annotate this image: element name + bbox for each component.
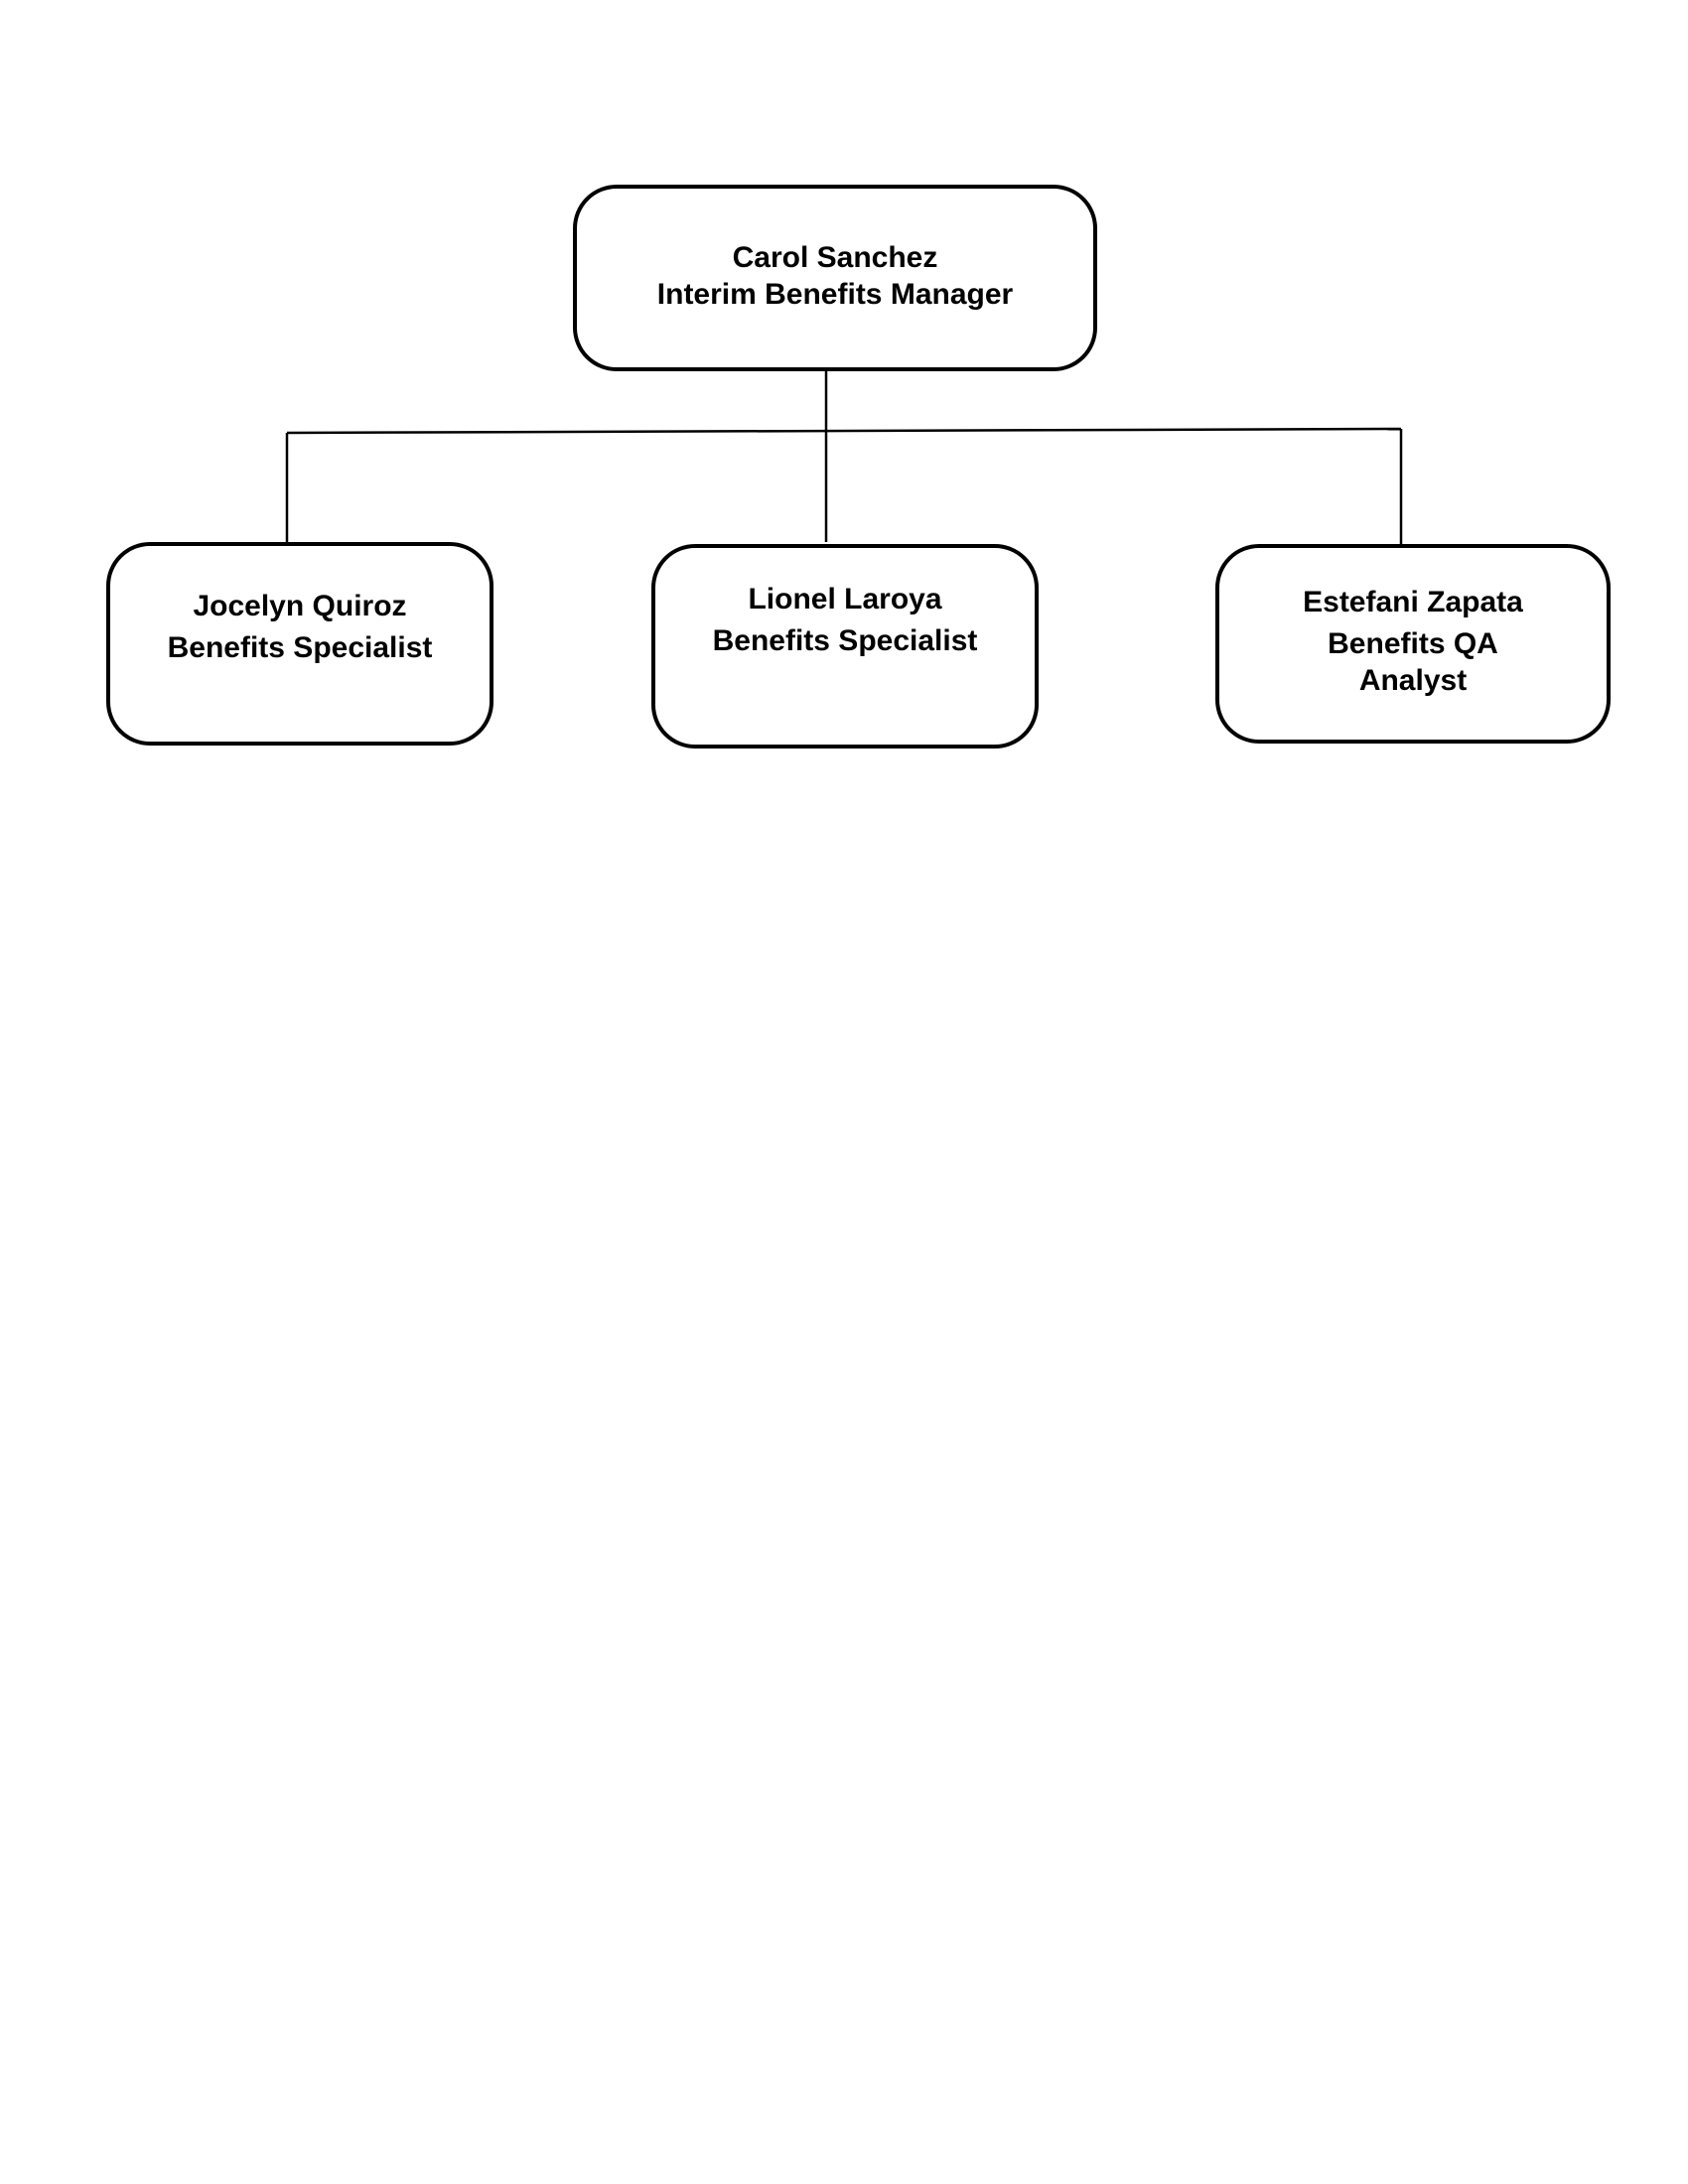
node-title: Interim Benefits Manager (656, 278, 1014, 311)
node-title: Benefits Specialist (167, 631, 433, 664)
org-node-manager: Carol Sanchez Interim Benefits Manager (573, 185, 1097, 371)
org-node-report-2: Lionel Laroya Benefits Specialist (651, 544, 1039, 749)
node-name: Carol Sanchez (732, 241, 938, 274)
org-node-report-3: Estefani Zapata Benefits QA Analyst (1215, 544, 1611, 744)
node-name: Jocelyn Quiroz (193, 590, 407, 622)
node-title: Benefits Specialist (712, 624, 978, 657)
node-name: Estefani Zapata (1303, 586, 1523, 618)
connector-horizontal (286, 427, 1402, 435)
node-title-line-2: Analyst (1358, 664, 1468, 697)
org-node-report-1: Jocelyn Quiroz Benefits Specialist (106, 542, 493, 746)
node-title-line-1: Benefits QA (1328, 627, 1498, 660)
node-name: Lionel Laroya (748, 583, 942, 615)
